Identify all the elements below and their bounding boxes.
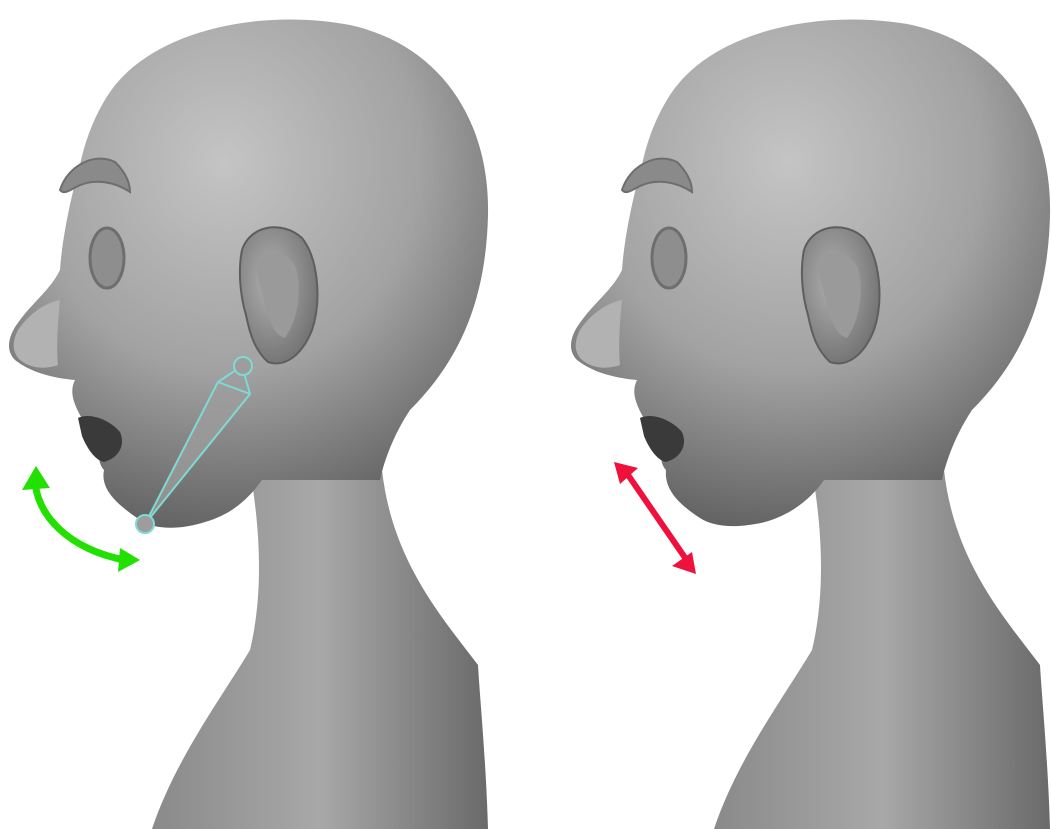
left-neck-shoulder <box>152 470 488 829</box>
left-head <box>9 19 488 829</box>
jaw-bone-head-joint[interactable] <box>234 357 252 375</box>
right-eye <box>652 228 686 288</box>
left-eye <box>90 228 124 288</box>
jaw-bone-tail-joint[interactable] <box>136 515 154 533</box>
right-head <box>571 19 1050 829</box>
right-neck-shoulder <box>714 470 1050 829</box>
